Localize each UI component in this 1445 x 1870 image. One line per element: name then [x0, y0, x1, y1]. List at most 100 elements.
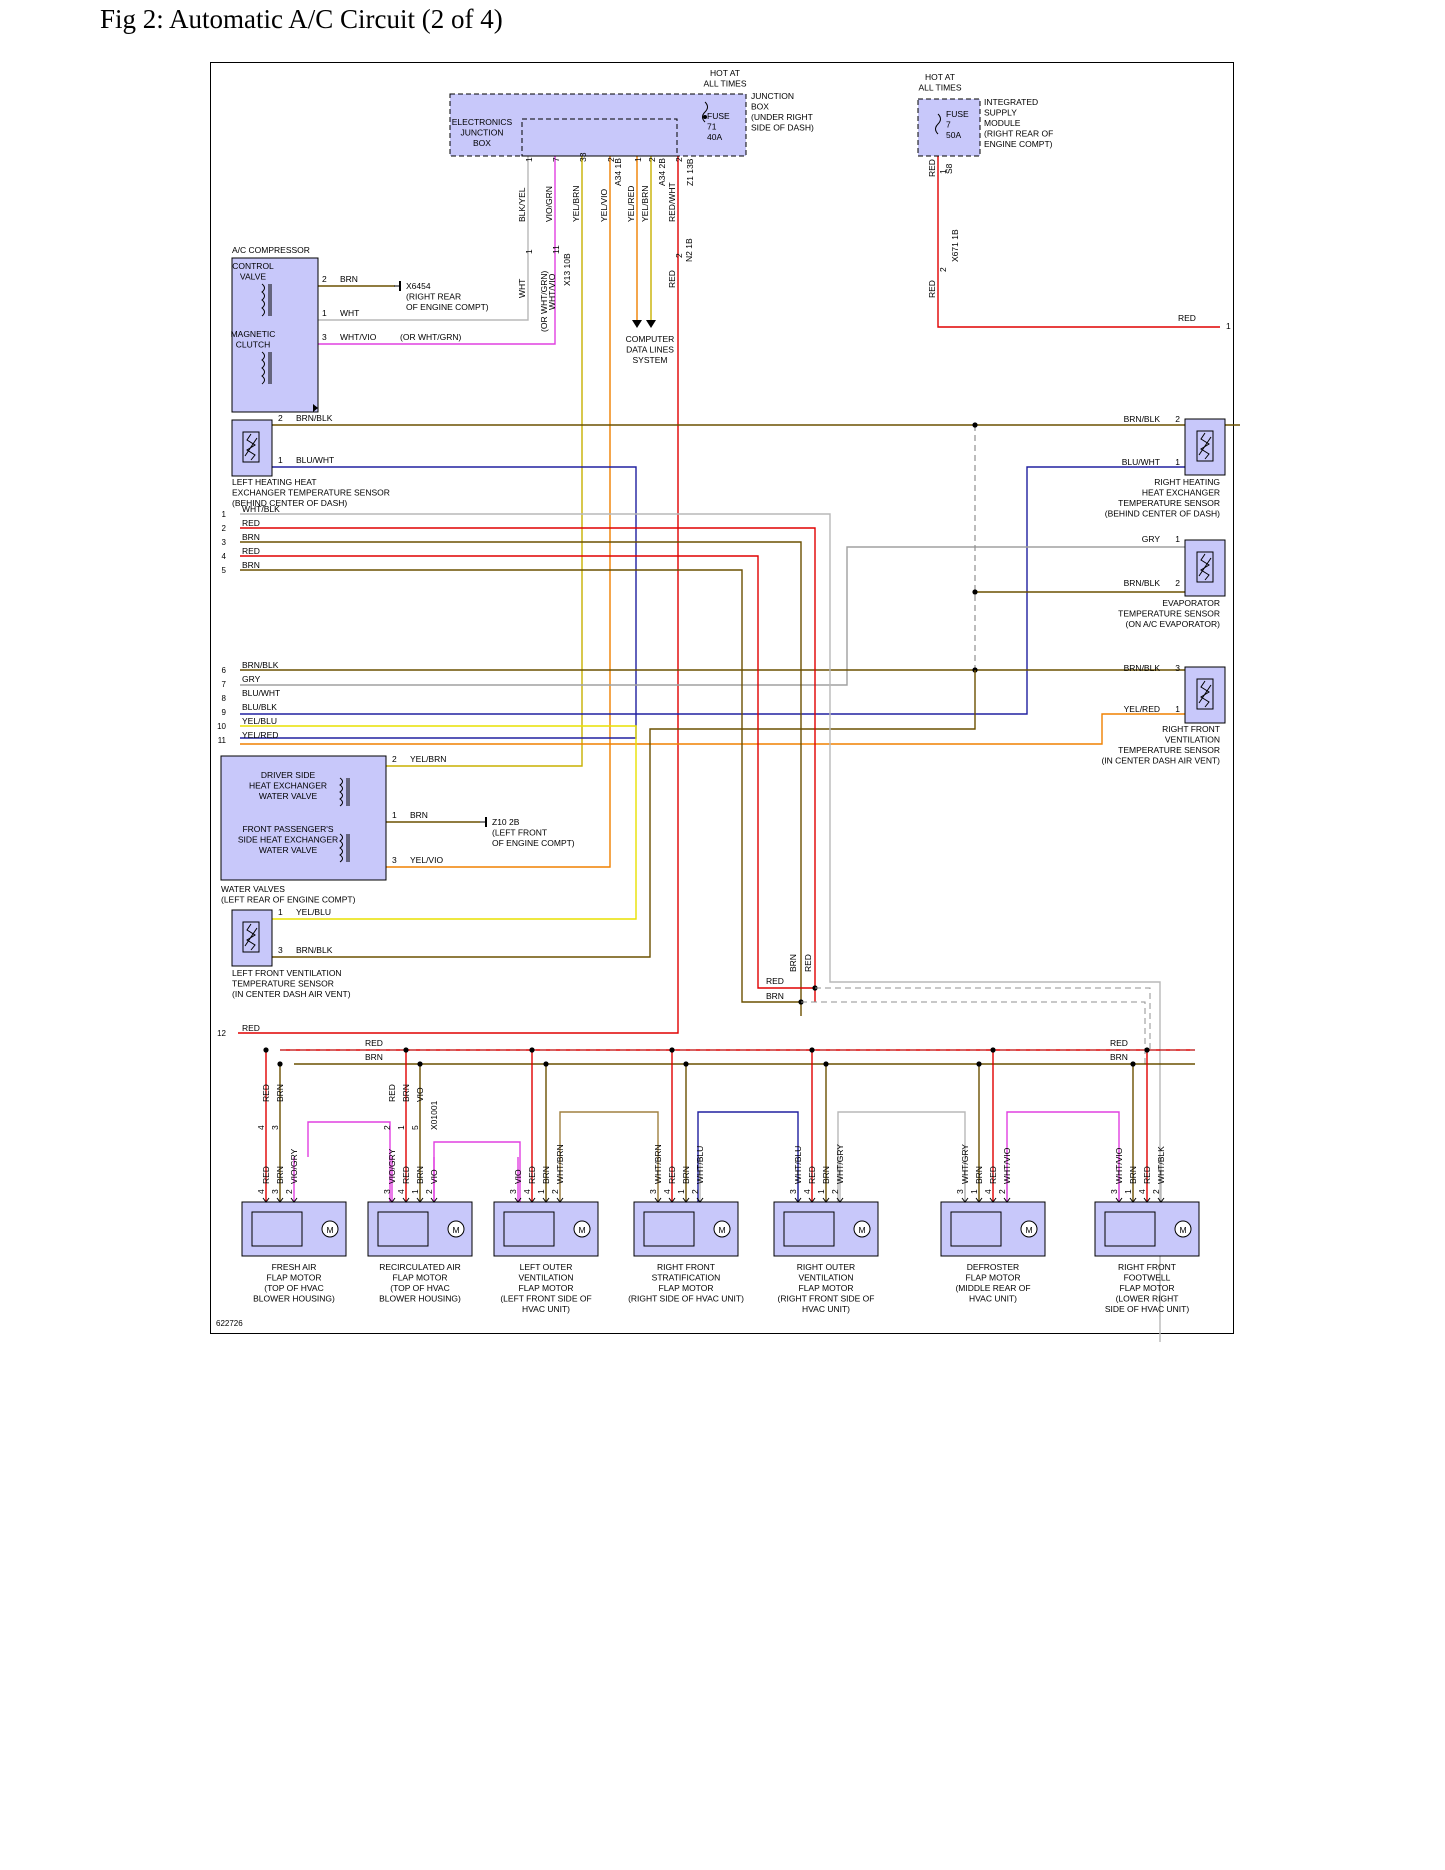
- driver-valve-label: WATER VALVE: [259, 791, 318, 801]
- wire-lhx-bluwht: [240, 466, 637, 739]
- motor-wire: BRN: [275, 1166, 285, 1184]
- motor-pin: 1: [969, 1189, 979, 1194]
- rhx-label: RIGHT HEATING: [1154, 477, 1220, 487]
- motor-label: (TOP OF HVAC: [264, 1283, 324, 1293]
- jb-wire-label: YEL/VIO: [599, 189, 609, 222]
- wv-wire: BRN: [410, 810, 428, 820]
- wire-strat-rightouter-whtblu: [697, 1111, 799, 1202]
- lhx-label: (BEHIND CENTER OF DASH): [232, 498, 347, 508]
- motor-connector: X01001: [429, 1100, 439, 1130]
- motor-upper-wire: VIO: [415, 1087, 425, 1102]
- wire-evap-gry: [240, 546, 1185, 686]
- dashed-return: [815, 987, 1151, 1050]
- pin-connector-icon: [961, 1197, 969, 1203]
- bus-wire: RED: [242, 518, 260, 528]
- wire-jb-viogrn: [318, 156, 556, 345]
- jb-fuse-label: 40A: [707, 132, 722, 142]
- motor-label: FLAP MOTOR: [1120, 1283, 1175, 1293]
- motor-wire: WHT/VIO: [1002, 1147, 1012, 1184]
- wire-jb-redwht-bus12: [238, 156, 679, 1034]
- jb-wire-label: RED/WHT: [667, 182, 677, 222]
- evap-pin: 1: [1175, 534, 1180, 544]
- rfv-label: (IN CENTER DASH AIR VENT): [1101, 756, 1220, 766]
- ejb-name-label: ELECTRONICS: [452, 117, 513, 127]
- cmp-mid-wire: (OR WHT/GRN): [539, 270, 549, 332]
- bottom-brn-label: BRN: [365, 1052, 383, 1062]
- pin-connector-icon: [416, 1197, 424, 1203]
- bus-num: 11: [218, 736, 227, 745]
- jb-pin-label: 1: [524, 157, 534, 162]
- mid-brn-label: BRN: [788, 954, 798, 972]
- jb-note-label: BOX: [751, 102, 769, 112]
- magnetic-clutch-label: CLUTCH: [236, 340, 270, 350]
- motor-body: [1104, 1211, 1156, 1247]
- pin-connector-icon: [1157, 1197, 1165, 1203]
- rfv-pin: 1: [1175, 704, 1180, 714]
- motor-body: [643, 1211, 695, 1247]
- mid-pin-label: 2: [674, 253, 684, 258]
- motor-label: FLAP MOTOR: [659, 1283, 714, 1293]
- pin-connector-icon: [989, 1197, 997, 1203]
- cmp-mid-conn: X13 10B: [562, 253, 572, 286]
- rfv-pin: 3: [1175, 663, 1180, 673]
- evap-label: TEMPERATURE SENSOR: [1118, 609, 1220, 619]
- motor-wire: WHT/VIO: [1114, 1147, 1124, 1184]
- jb-hot-label: HOT AT: [710, 68, 740, 78]
- wire-fresh-recirc-vio: [307, 1121, 391, 1202]
- lfv-pin: 1: [278, 907, 283, 917]
- splice-dot: [417, 1061, 423, 1067]
- wire-bus3-brn: [240, 541, 802, 1016]
- wire-jb-yelvio-valve: [370, 156, 611, 868]
- cmp-mid-wire: WHT/VIO: [547, 273, 557, 310]
- pin-connector-icon: [528, 1197, 536, 1203]
- motor-wire: RED: [807, 1166, 817, 1184]
- ism-note-label: MODULE: [984, 118, 1021, 128]
- fuse-icon: [702, 101, 708, 123]
- motor-pin: 1: [410, 1189, 420, 1194]
- ism-pin-label: 1: [938, 169, 948, 174]
- motor-pin: 3: [955, 1189, 965, 1194]
- bus-wire: YEL/RED: [242, 730, 278, 740]
- motor-wire: BRN: [541, 1166, 551, 1184]
- bus-num: 4: [222, 552, 227, 561]
- thermistor-arrow-icon: [1198, 684, 1212, 704]
- wv-wire: YEL/BRN: [410, 754, 446, 764]
- motor-label: (LEFT FRONT SIDE OF: [500, 1294, 591, 1304]
- motor-icon: [1174, 1220, 1192, 1238]
- wire-jb-blkyel-wht: [318, 156, 529, 321]
- motor-upper-pin: 3: [270, 1125, 280, 1130]
- bus-num: 8: [222, 694, 227, 703]
- ground-x6454-label: OF ENGINE COMPT): [406, 302, 489, 312]
- jb-note-label: JUNCTION: [751, 91, 794, 101]
- arrow-down-icon: [646, 320, 656, 328]
- wv-pin: 1: [392, 810, 397, 820]
- rhx-wire: BLU/WHT: [1122, 457, 1160, 467]
- motor-label: HVAC UNIT): [802, 1304, 850, 1314]
- motor-pin: 4: [983, 1189, 993, 1194]
- lfv-label: (IN CENTER DASH AIR VENT): [232, 989, 351, 999]
- motor-wire: VIO: [429, 1169, 439, 1184]
- pin-connector-icon: [696, 1197, 704, 1203]
- pin-connector-icon: [514, 1197, 522, 1203]
- jb-pin-label: 2: [674, 157, 684, 162]
- splice-dot: [403, 1047, 409, 1053]
- jb-wire-label: YEL/BRN: [571, 186, 581, 222]
- fuse-icon: [935, 113, 941, 135]
- motor-label: VENTILATION: [798, 1273, 853, 1283]
- lfv-label: TEMPERATURE SENSOR: [232, 979, 334, 989]
- cmp-mid-pin: 11: [551, 245, 561, 254]
- splice-dot: [976, 1061, 982, 1067]
- splice-dot: [543, 1061, 549, 1067]
- ism-hot-label: HOT AT: [925, 72, 955, 82]
- motor-wire: RED: [667, 1166, 677, 1184]
- motor-label: SIDE OF HVAC UNIT): [1105, 1304, 1190, 1314]
- computer-data-label: DATA LINES: [626, 345, 674, 355]
- lhx-pin: 2: [278, 413, 283, 423]
- motor-pin: 3: [382, 1189, 392, 1194]
- motor-pin: 4: [256, 1189, 266, 1194]
- lhx-label: EXCHANGER TEMPERATURE SENSOR: [232, 488, 390, 498]
- motor-upper-pin: 2: [382, 1125, 392, 1130]
- motor-upper-pin: 4: [256, 1125, 266, 1130]
- lf-vent-sensor: [231, 909, 273, 967]
